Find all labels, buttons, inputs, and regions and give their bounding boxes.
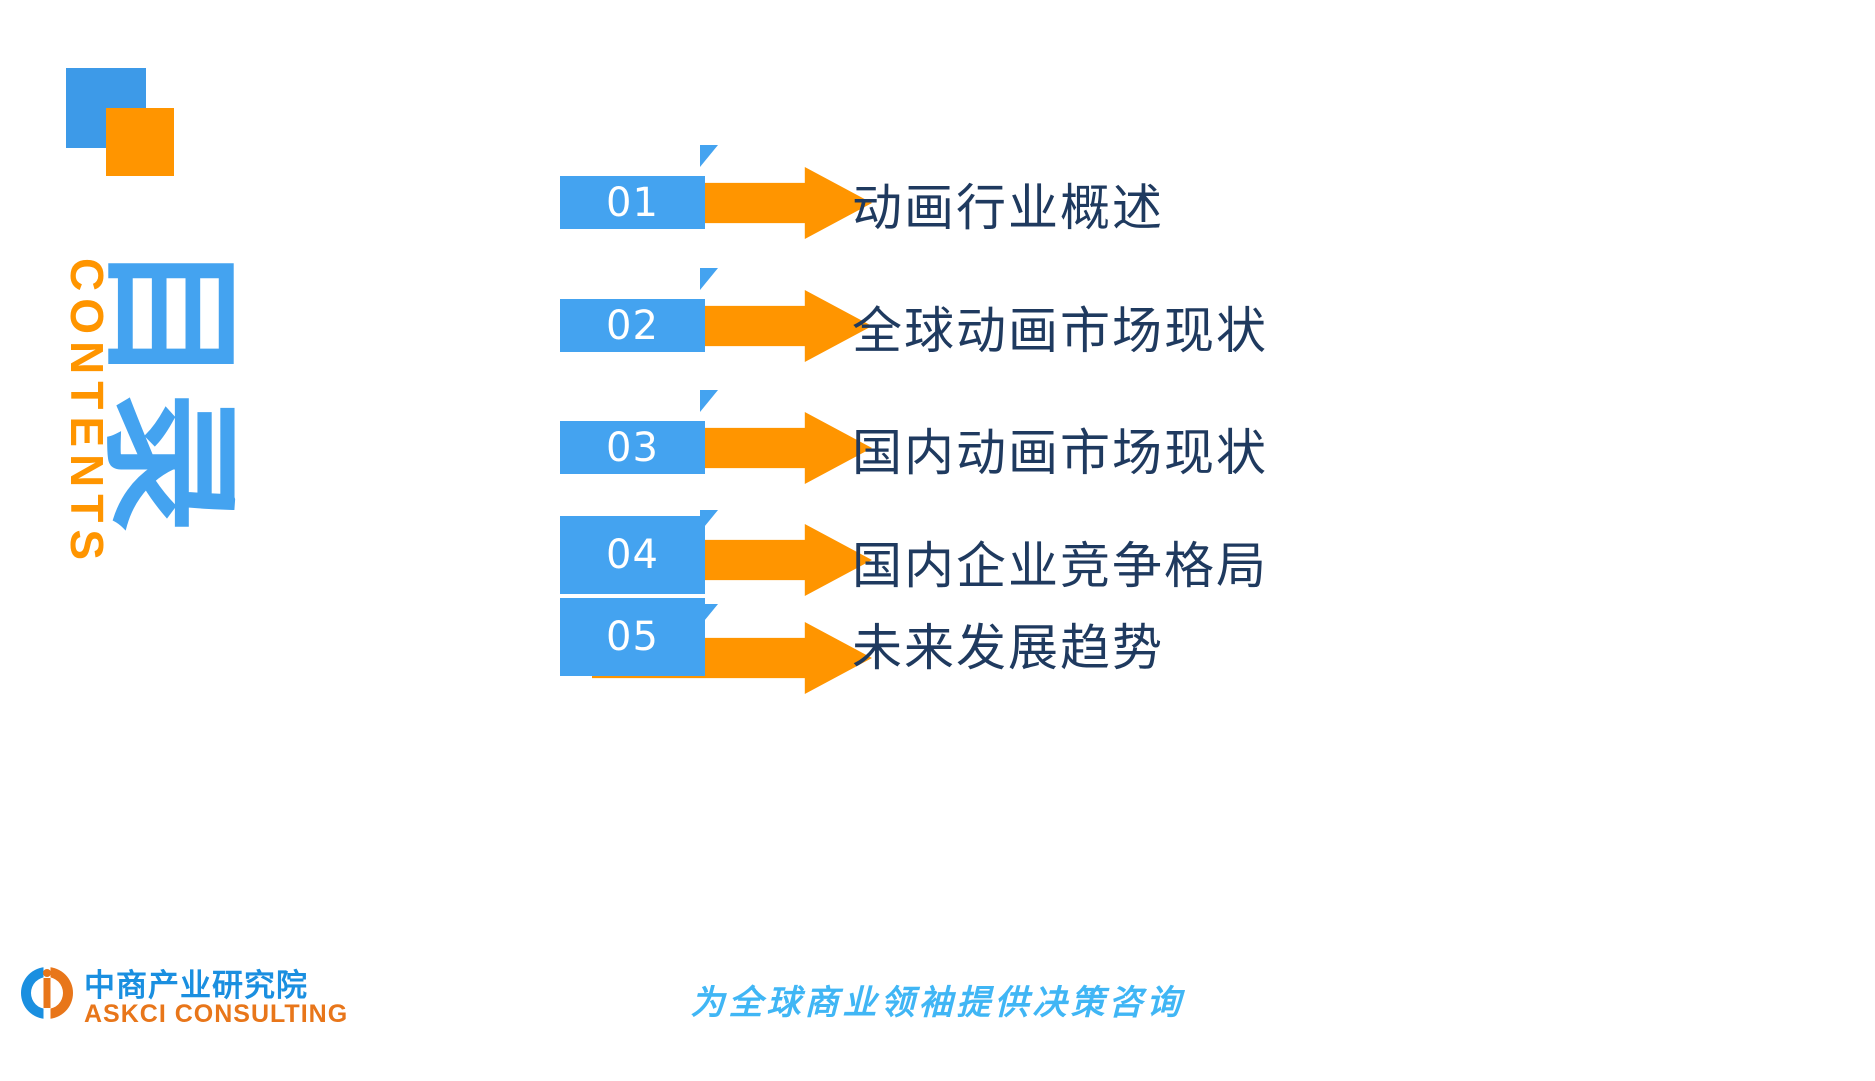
number-label: 02 — [606, 302, 659, 349]
triangle-accent-icon — [700, 268, 718, 290]
number-badge: 01 — [560, 176, 705, 229]
logo-name-en: ASKCI CONSULTING — [84, 1000, 349, 1028]
number-badge: 04 — [560, 516, 705, 594]
item-title: 国内企业竞争格局 — [852, 537, 1268, 595]
footer-tagline: 为全球商业领袖提供决策咨询 — [690, 983, 1185, 1023]
number-label: 04 — [606, 532, 659, 578]
item-title: 国内动画市场现状 — [852, 424, 1268, 482]
askci-mark-icon — [21, 967, 73, 1019]
company-logo: 中商产业研究院 ASKCI CONSULTING — [18, 958, 347, 1036]
decor-square-orange — [106, 108, 174, 176]
number-label: 03 — [606, 424, 659, 471]
logo-name-cn: 中商产业研究院 — [84, 968, 308, 1004]
triangle-accent-icon — [700, 390, 718, 412]
number-badge: 05 — [560, 598, 705, 676]
item-title: 未来发展趋势 — [852, 619, 1164, 677]
triangle-accent-icon — [700, 145, 718, 167]
item-title: 全球动画市场现状 — [852, 302, 1268, 360]
number-badge: 02 — [560, 299, 705, 352]
number-badge: 03 — [560, 421, 705, 474]
number-label: 01 — [606, 179, 659, 226]
item-title: 动画行业概述 — [852, 179, 1164, 237]
number-label: 05 — [606, 614, 659, 660]
